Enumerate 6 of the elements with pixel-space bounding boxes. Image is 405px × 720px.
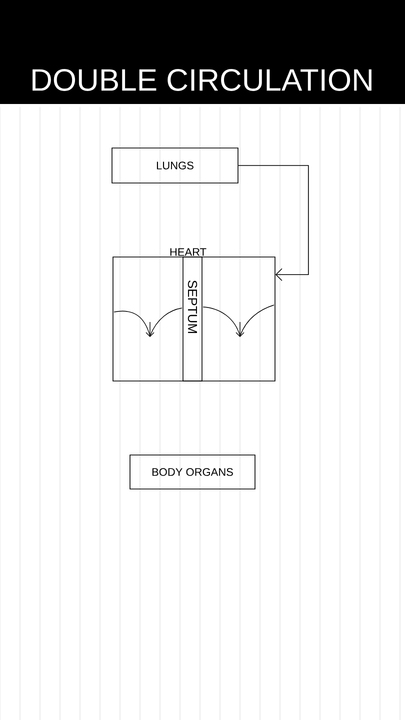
title-banner: DOUBLE CIRCULATION bbox=[0, 0, 405, 104]
organ-box: BODY ORGANS bbox=[130, 454, 256, 490]
node-label: HEART bbox=[170, 248, 206, 256]
arrow bbox=[238, 165, 309, 281]
septum-band: SEPTUM bbox=[182, 256, 202, 382]
organ-box: LUNGS bbox=[112, 148, 238, 184]
